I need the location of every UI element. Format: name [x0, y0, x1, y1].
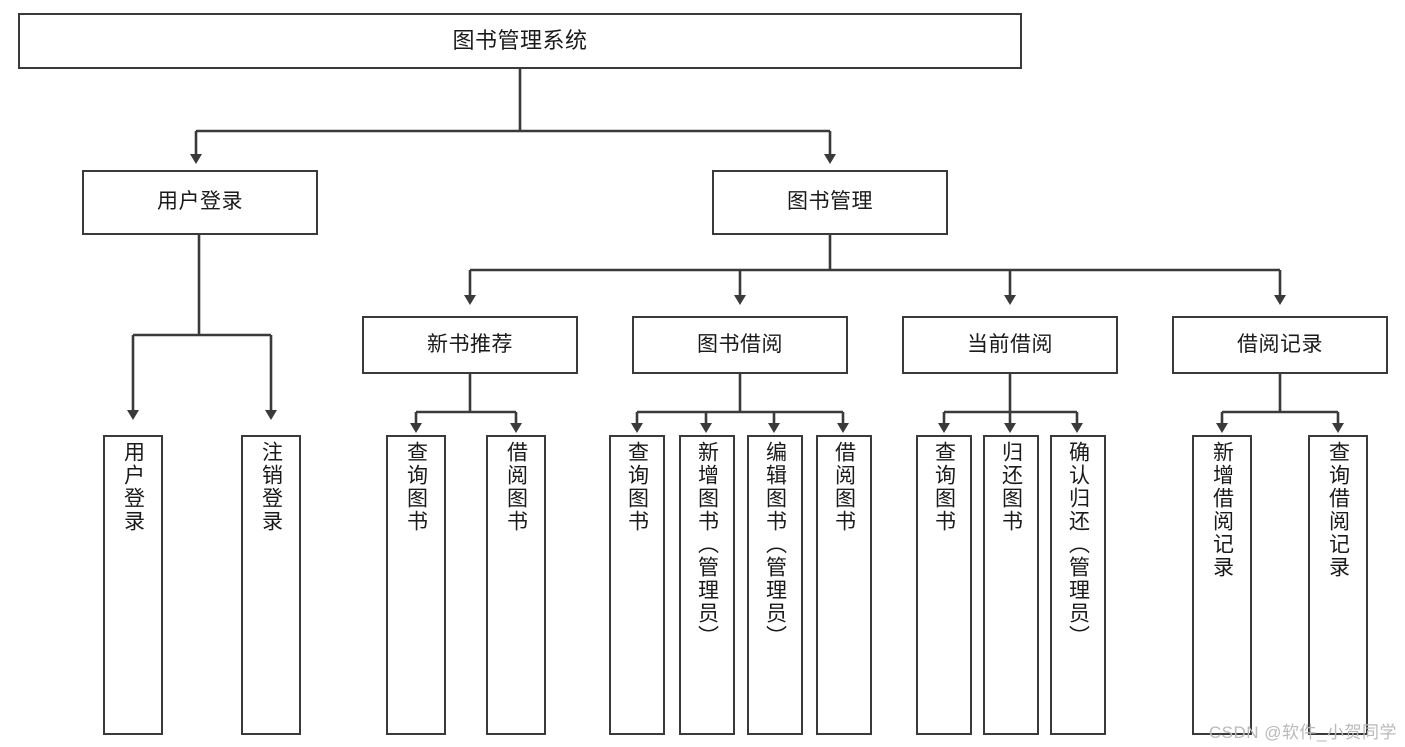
- node-label: 新增图书（管理员）: [695, 441, 719, 648]
- leaf-user-login[interactable]: 用户登录: [103, 435, 163, 735]
- leaf-add-borrow-record[interactable]: 新增借阅记录: [1192, 435, 1252, 735]
- node-label: 注销登录: [259, 441, 283, 533]
- leaf-return-book[interactable]: 归还图书: [983, 435, 1039, 735]
- node-label: 用户登录: [157, 190, 243, 214]
- node-new-book-recommend[interactable]: 新书推荐: [362, 316, 578, 374]
- node-label: 当前借阅: [967, 332, 1053, 356]
- node-label: 图书借阅: [697, 332, 783, 356]
- leaf-add-book-admin[interactable]: 新增图书（管理员）: [679, 435, 735, 735]
- node-label: 查询图书: [625, 441, 649, 533]
- node-label: 归还图书: [999, 441, 1023, 533]
- leaf-query-book-current[interactable]: 查询图书: [916, 435, 972, 735]
- leaf-edit-book-admin[interactable]: 编辑图书（管理员）: [747, 435, 803, 735]
- leaf-borrow-book[interactable]: 借阅图书: [816, 435, 872, 735]
- node-label: 图书管理: [787, 190, 873, 214]
- node-user-login[interactable]: 用户登录: [82, 170, 318, 235]
- leaf-query-borrow-record[interactable]: 查询借阅记录: [1308, 435, 1368, 735]
- node-label: 新增借阅记录: [1210, 441, 1234, 579]
- node-current-borrow[interactable]: 当前借阅: [902, 316, 1118, 374]
- node-label: 借阅图书: [832, 441, 856, 533]
- leaf-logout[interactable]: 注销登录: [241, 435, 301, 735]
- leaf-confirm-return-admin[interactable]: 确认归还（管理员）: [1050, 435, 1106, 735]
- node-label: 查询借阅记录: [1326, 441, 1350, 579]
- node-label: 确认归还（管理员）: [1066, 441, 1090, 648]
- node-label: 编辑图书（管理员）: [763, 441, 787, 648]
- node-label: 图书管理系统: [452, 28, 588, 54]
- leaf-borrow-book-recommend[interactable]: 借阅图书: [486, 435, 546, 735]
- node-book-borrow[interactable]: 图书借阅: [632, 316, 848, 374]
- node-label: 新书推荐: [427, 332, 513, 356]
- node-label: 借阅记录: [1237, 332, 1323, 356]
- node-label: 查询图书: [404, 441, 428, 533]
- node-label: 查询图书: [932, 441, 956, 533]
- node-book-management[interactable]: 图书管理: [712, 170, 948, 235]
- node-label: 借阅图书: [504, 441, 528, 533]
- node-borrow-record[interactable]: 借阅记录: [1172, 316, 1388, 374]
- leaf-query-book-borrow[interactable]: 查询图书: [609, 435, 665, 735]
- node-label: 用户登录: [121, 441, 145, 533]
- leaf-query-book-recommend[interactable]: 查询图书: [386, 435, 446, 735]
- node-root-system[interactable]: 图书管理系统: [18, 13, 1022, 69]
